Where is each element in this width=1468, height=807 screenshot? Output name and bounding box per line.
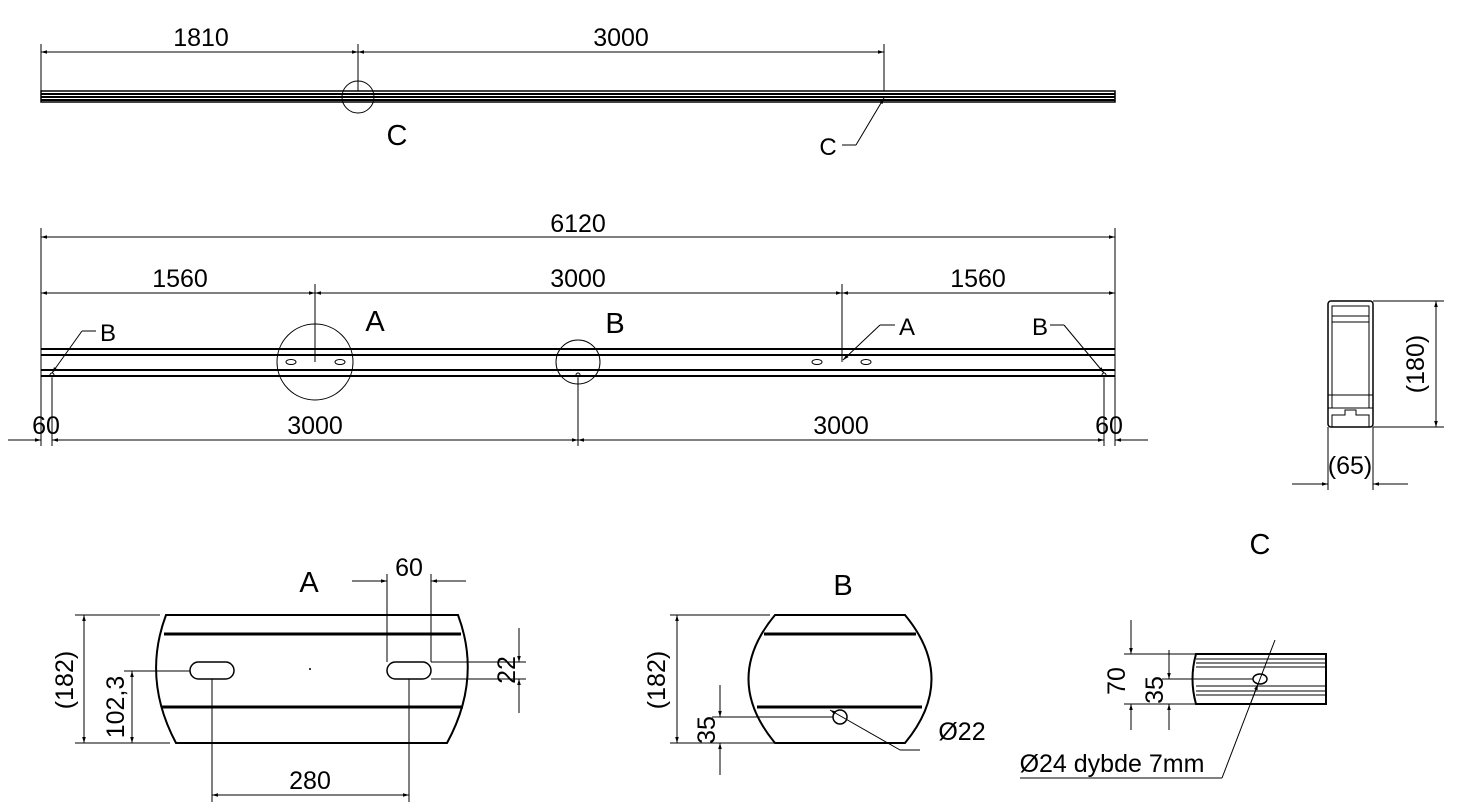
side-bottom-span2: 3000 [813,412,869,440]
side-dim-left: 1560 [152,265,208,293]
side-label-b: B [605,308,624,340]
top-dim-left: 1810 [173,24,229,52]
detail-c-title: C [1250,529,1271,561]
side-dim-mid: 3000 [550,265,606,293]
slot-left [189,661,235,680]
top-profile [40,90,1116,103]
side-overall-dim: 6120 [550,210,606,238]
section-width-dim: (65) [1328,452,1372,480]
side-callout-b-left: B [100,320,116,347]
detail-a-title: A [299,567,319,599]
top-detail-label: C [387,120,408,152]
hole-b [832,709,848,725]
slot-right [386,661,432,680]
detail-a-slot-width: 22 [493,656,521,684]
detail-b-title: B [833,570,852,602]
side-callout-b-right: B [1032,314,1048,341]
detail-b-height: (182) [643,651,671,709]
detail-a-height: (182) [51,651,79,709]
detail-b-hole: Ø22 [938,718,985,746]
detail-c-outer: 70 [1103,667,1131,695]
detail-a: A (182) 102,3 60 22 280 [51,554,526,802]
side-bottom-right: 60 [1095,412,1123,440]
side-dim-right: 1560 [950,265,1006,293]
detail-c-note: Ø24 dybde 7mm [1020,750,1205,778]
detail-a-slot-spacing: 60 [395,554,423,582]
top-view: 1810 3000 C C [40,24,1116,161]
section-view: (180) (65) [1292,300,1444,490]
section-height-dim: (180) [1402,335,1430,393]
detail-c: C 70 35 Ø24 dybde 7mm [1020,529,1327,779]
detail-c-circle [341,80,375,114]
detail-a-circle [276,323,354,401]
side-label-a: A [365,306,385,338]
side-view: 6120 1560 3000 1560 A B B [8,210,1148,446]
detail-a-span: 280 [289,767,331,795]
side-bottom-span1: 3000 [287,412,343,440]
top-callout-c: C [819,134,836,161]
side-profile [40,348,1116,377]
top-dim-right: 3000 [593,24,649,52]
side-bottom-left: 60 [32,412,60,440]
detail-b: B (182) 35 Ø22 [643,570,986,775]
side-callout-a-right: A [899,314,915,341]
detail-a-offset: 102,3 [102,676,130,739]
detail-b-offset: 35 [693,716,721,744]
detail-c-inner: 35 [1141,676,1169,704]
